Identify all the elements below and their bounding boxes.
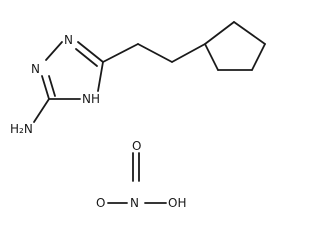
bond-n1-n2 — [45, 41, 63, 61]
atom-nitro-o-left: O — [96, 196, 105, 210]
bond-n1-c5 — [77, 41, 104, 63]
cyclopentane-ring — [204, 21, 266, 71]
atom-nitro-o-top: O — [132, 139, 141, 153]
structure-diagram: N N NH 4H H₂N O N O OH — [10, 21, 266, 210]
ethyl-linker — [102, 43, 206, 63]
nitric-acid: O N O OH — [96, 139, 186, 210]
bond-n4-c5 — [97, 61, 104, 92]
bond-n2-c3-double — [48, 75, 56, 97]
bond-cp-5 — [204, 43, 219, 71]
bond-c3-nh2 — [33, 98, 50, 123]
bond-ch2-ch2 — [137, 43, 173, 63]
atom-amine: H₂N — [10, 122, 33, 136]
atom-nitro-n: N — [130, 196, 139, 210]
bond-cp-2 — [233, 21, 266, 45]
atom-nitro-oh: OH — [168, 196, 186, 210]
structure-drawing: N N NH 4H H₂N O N O OH — [10, 21, 266, 210]
atom-n-top: N — [64, 33, 73, 47]
bond-ch2-cp — [171, 43, 206, 63]
triazole-ring — [41, 41, 104, 100]
bond-n2-c3 — [41, 75, 50, 100]
bond-cp-3 — [251, 43, 266, 71]
atom-nh: NH — [82, 92, 100, 106]
atom-n-left: N — [31, 62, 40, 76]
bond-cp-1 — [204, 21, 235, 45]
bond-n1-c5-double — [75, 48, 98, 67]
bond-c5-ch2 — [102, 43, 139, 63]
